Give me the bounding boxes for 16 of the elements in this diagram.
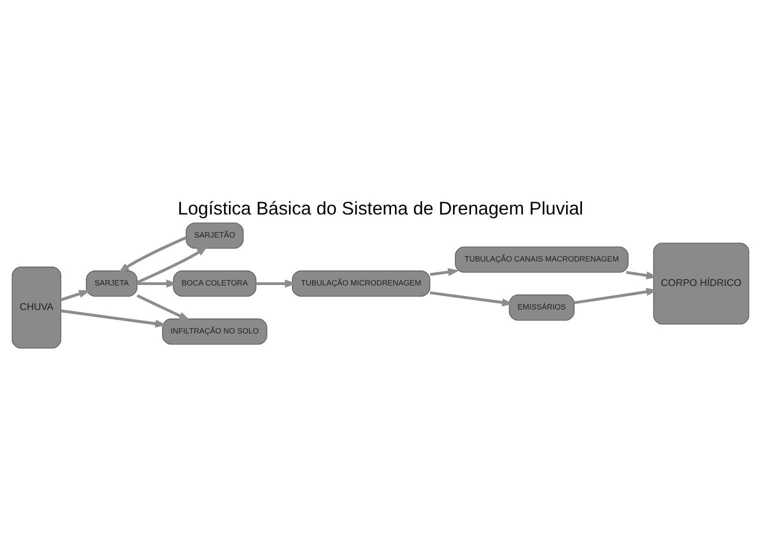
node-box: CHUVA xyxy=(12,266,62,349)
arrow xyxy=(136,294,190,321)
node-box: SARJETA xyxy=(86,270,138,297)
arrow xyxy=(118,236,186,274)
arrow xyxy=(136,246,208,284)
node-box: BOCA COLETORA xyxy=(173,270,256,297)
diagram-title: Logística Básica do Sistema de Drenagem Pluvial xyxy=(178,197,584,218)
arrow xyxy=(60,309,167,328)
node-box: CORPO HÍDRICO xyxy=(653,242,750,325)
arrow xyxy=(430,268,460,276)
arrow xyxy=(60,290,90,302)
node-box: TUBULAÇÃO CANAIS MACRODRENAGEM xyxy=(454,246,629,273)
node-box: INFILTRAÇÃO NO SOLO xyxy=(162,318,268,345)
node-box: EMISSÁRIOS xyxy=(508,294,575,321)
node-box: TUBULAÇÃO MICRODRENAGEM xyxy=(292,270,430,297)
node-box: SARJETÃO xyxy=(186,222,244,249)
